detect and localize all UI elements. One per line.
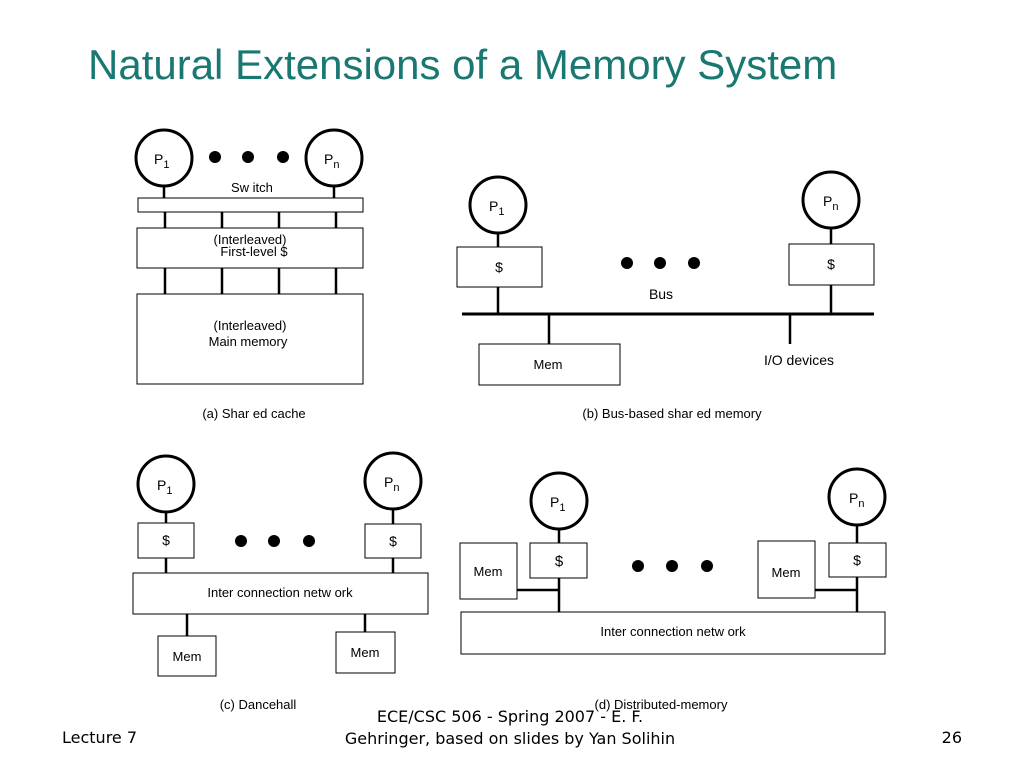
- cache-box-pn: [364, 523, 422, 559]
- processor-pn-circle: [304, 128, 364, 188]
- memory-label: Mem: [173, 649, 202, 664]
- diagram-distributed-memory: P1 Pn $ $ Mem Mem Inter connection netw …: [459, 467, 887, 712]
- caption-shared-cache: (a) Shar ed cache: [202, 406, 305, 421]
- interconnection-network-box: [132, 572, 429, 615]
- footer-course-line2: Gehringer, based on slides by Yan Solihi…: [344, 729, 676, 748]
- memory-box-local-p1: [459, 542, 518, 600]
- ellipsis-dots: [632, 560, 713, 572]
- footer-course-credit: ECE/CSC 506 - Spring 2007 - E. F. Gehrin…: [310, 706, 710, 750]
- footer-course-line1: ECE/CSC 506 - Spring 2007 - E. F.: [376, 707, 644, 726]
- cache-box-pn: [788, 243, 875, 286]
- first-level-cache-box: [136, 227, 364, 269]
- cache-box-p1: [456, 246, 543, 288]
- processor-p1-label: P1: [154, 151, 169, 171]
- footer-page-number: 26: [941, 728, 962, 747]
- caption-distributed-memory: (d) Distributed-memory: [595, 697, 728, 712]
- interconnection-network-label: Inter connection netw ork: [600, 624, 746, 639]
- memory-box: [335, 631, 396, 674]
- cache-label: $: [827, 256, 835, 272]
- switch-label: Sw itch: [231, 180, 273, 195]
- processor-pn-label: Pn: [849, 490, 864, 510]
- memory-box: [478, 343, 621, 386]
- main-memory-line2: Main memory: [209, 334, 288, 349]
- switch-box: [137, 197, 364, 213]
- memory-label: Mem: [534, 357, 563, 372]
- processor-pn-label: Pn: [384, 474, 399, 494]
- ellipsis-dots: [235, 535, 315, 547]
- processor-pn-label: Pn: [823, 193, 838, 213]
- diagram-shared-cache: P1 Pn Sw itch (Interleaved) First-level …: [134, 128, 364, 421]
- cache-box-p1: [137, 522, 195, 559]
- footer-lecture: Lecture 7: [62, 728, 138, 747]
- memory-label: Mem: [474, 564, 503, 579]
- cache-label: $: [495, 259, 503, 275]
- slide-title: Natural Extensions of a Memory System: [88, 41, 838, 88]
- first-level-cache-line1: (Interleaved): [214, 232, 287, 247]
- cache-label: $: [853, 552, 861, 568]
- diagram-bus-based: P1 Pn $ $ Bus Mem I/O devices (b) Bus-ba…: [456, 170, 875, 421]
- memory-box: [157, 635, 217, 677]
- main-memory-box: [136, 293, 364, 385]
- interconnection-network-box: [460, 611, 886, 655]
- caption-bus-based: (b) Bus-based shar ed memory: [582, 406, 762, 421]
- bus-label: Bus: [649, 286, 673, 302]
- caption-dancehall: (c) Dancehall: [220, 697, 297, 712]
- main-memory-line1: (Interleaved): [214, 318, 287, 333]
- processor-pn-label: Pn: [324, 151, 339, 171]
- interconnection-network-label: Inter connection netw ork: [207, 585, 353, 600]
- cache-label: $: [555, 553, 564, 570]
- memory-label: Mem: [351, 645, 380, 660]
- memory-label: Mem: [772, 565, 801, 580]
- processor-p1-circle: [134, 128, 194, 188]
- cache-label: $: [389, 533, 397, 549]
- cache-label: $: [162, 532, 170, 548]
- ellipsis-dots: [209, 151, 289, 163]
- ellipsis-dots: [621, 257, 700, 269]
- diagram-dancehall: P1 Pn $ $ Inter connection netw ork Mem …: [132, 451, 429, 712]
- processor-p1-label: P1: [157, 477, 172, 497]
- io-devices-label: I/O devices: [764, 352, 834, 368]
- processor-p1-label: P1: [489, 198, 504, 218]
- memory-box-local-pn: [757, 540, 816, 599]
- first-level-cache-line2: First-level $: [220, 244, 288, 259]
- cache-box-pn: [828, 542, 887, 578]
- processor-p1-label: P1: [550, 494, 565, 514]
